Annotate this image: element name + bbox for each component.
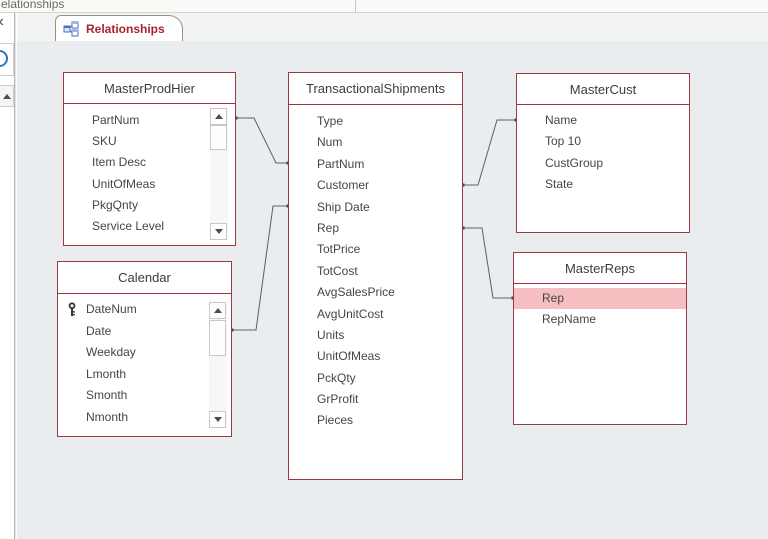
- triangle-down-icon: [213, 417, 222, 422]
- relationship-line-TransactionalShipments-MasterCust[interactable]: [463, 119, 516, 186]
- table-scrollbar[interactable]: [209, 302, 227, 428]
- table-title[interactable]: MasterCust: [517, 74, 689, 105]
- scrollbar-thumb[interactable]: [210, 125, 227, 150]
- table-field-Ship-Date[interactable]: Ship Date: [317, 199, 370, 214]
- relationship-line-Calendar-TransactionalShipments[interactable]: [232, 205, 288, 331]
- triangle-up-icon: [2, 93, 11, 99]
- table-field-CustGroup[interactable]: CustGroup: [545, 155, 604, 170]
- ribbon-remnant-strip: elationships: [0, 0, 768, 13]
- table-field-Rep[interactable]: Rep: [317, 220, 340, 235]
- table-title[interactable]: TransactionalShipments: [289, 73, 462, 105]
- table-field-UnitOfMeas[interactable]: UnitOfMeas: [92, 176, 156, 191]
- relationships-diagram-icon: [63, 21, 79, 36]
- table-field-UnitOfMeas[interactable]: UnitOfMeas: [317, 349, 381, 364]
- nav-search-box[interactable]: [0, 43, 14, 76]
- table-field-Item-Desc[interactable]: Item Desc: [92, 155, 147, 170]
- pane-divider: [14, 13, 16, 539]
- scrollbar-thumb[interactable]: [209, 320, 226, 356]
- table-field-PartNum[interactable]: PartNum: [317, 156, 365, 171]
- tab-relationships[interactable]: Relationships: [55, 15, 183, 41]
- table-field-PckQty[interactable]: PckQty: [317, 370, 356, 385]
- table-title[interactable]: Calendar: [58, 262, 231, 294]
- table-field-DateNum[interactable]: DateNum: [58, 299, 231, 321]
- table-field-Top-10[interactable]: Top 10: [545, 134, 582, 149]
- table-field-State[interactable]: State: [545, 177, 574, 192]
- table-field-TotCost[interactable]: TotCost: [317, 263, 358, 278]
- navigation-pane-sliver: «: [0, 13, 14, 539]
- table-field-Type[interactable]: Type: [317, 114, 344, 128]
- tab-label: Relationships: [86, 21, 165, 36]
- relationship-endpoint-dot: [461, 183, 465, 187]
- relationship-endpoint-dot: [230, 328, 234, 332]
- table-field-Rep[interactable]: Rep: [514, 288, 686, 310]
- nav-scrollbar-up-button[interactable]: [0, 85, 14, 107]
- relationship-line-MasterProdHier-TransactionalShipments[interactable]: [236, 117, 288, 164]
- scrollbar-down-button[interactable]: [209, 411, 226, 428]
- ribbon-group-label-partial: elationships: [1, 0, 65, 11]
- scrollbar-down-button[interactable]: [210, 223, 227, 240]
- relationship-endpoint-dot: [234, 116, 238, 120]
- table-field-Name[interactable]: Name: [545, 113, 578, 127]
- relationship-endpoint-dot: [461, 226, 465, 230]
- ribbon-group-divider: [355, 0, 356, 12]
- table-field-Service-Level[interactable]: Service Level: [92, 218, 165, 233]
- document-tab-bar: Relationships: [17, 13, 768, 41]
- table-field-GrProfit[interactable]: GrProfit: [317, 392, 359, 407]
- primary-key-icon: [67, 302, 77, 325]
- table-field-PkgQnty[interactable]: PkgQnty: [92, 197, 139, 212]
- triangle-up-icon: [214, 114, 223, 119]
- table-field-Customer[interactable]: Customer: [317, 178, 370, 193]
- table-field-Smonth[interactable]: Smonth: [86, 388, 128, 402]
- table-field-Units[interactable]: Units: [317, 327, 345, 342]
- table-field-Lmonth[interactable]: Lmonth: [86, 366, 127, 381]
- triangle-up-icon: [213, 308, 222, 313]
- table-field-Num[interactable]: Num: [317, 135, 343, 150]
- table-field-RepName[interactable]: RepName: [542, 312, 597, 327]
- scrollbar-up-button[interactable]: [209, 302, 226, 319]
- relationship-line-TransactionalShipments-MasterReps[interactable]: [463, 227, 513, 299]
- table-field-TotPrice[interactable]: TotPrice: [317, 242, 361, 257]
- table-field-PartNum[interactable]: PartNum: [92, 113, 140, 127]
- scrollbar-up-button[interactable]: [210, 108, 227, 125]
- table-field-Weekday[interactable]: Weekday: [86, 345, 136, 359]
- table-title[interactable]: MasterProdHier: [64, 73, 235, 104]
- table-field-Pieces[interactable]: Pieces: [317, 413, 354, 428]
- table-field-Date[interactable]: Date: [86, 323, 112, 338]
- table-field-SKU[interactable]: SKU: [92, 134, 117, 149]
- table-field-Nmonth[interactable]: Nmonth: [86, 409, 129, 424]
- table-title[interactable]: MasterReps: [514, 253, 686, 284]
- table-scrollbar[interactable]: [210, 108, 228, 240]
- triangle-down-icon: [214, 229, 223, 234]
- table-field-AvgSalesPrice[interactable]: AvgSalesPrice: [317, 285, 395, 300]
- table-field-AvgUnitCost[interactable]: AvgUnitCost: [317, 306, 384, 321]
- chevrons-left-icon[interactable]: «: [0, 13, 4, 31]
